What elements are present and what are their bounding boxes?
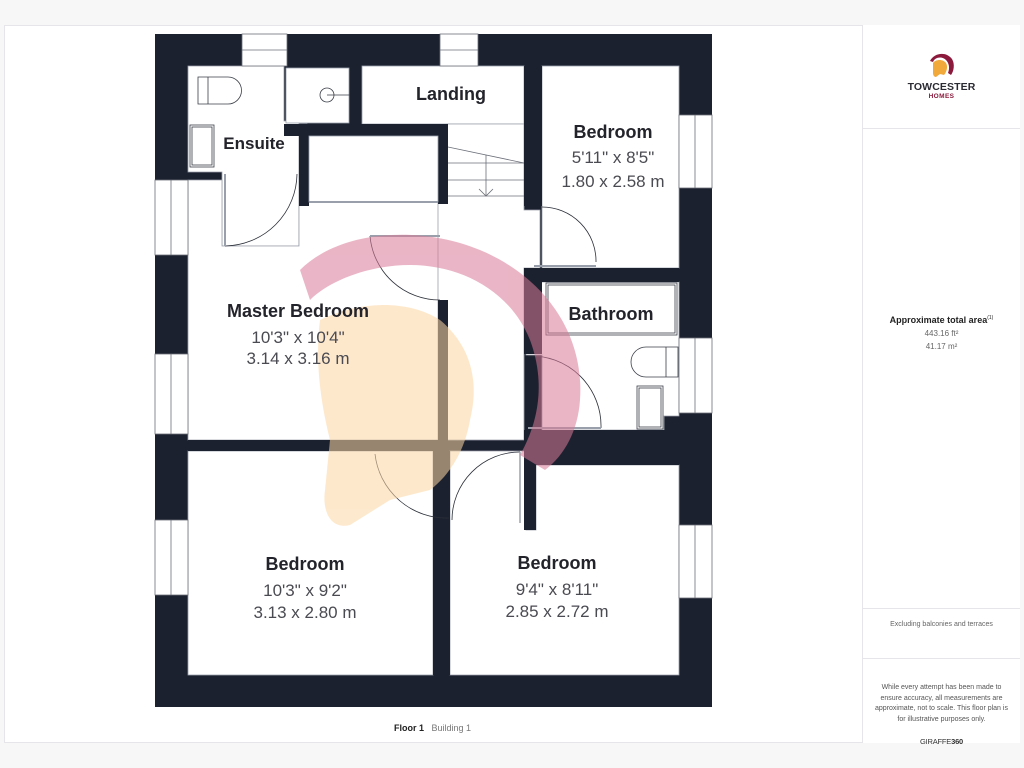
room-dims-metric: 3.13 x 2.80 m [253,603,356,622]
area-sqft: 443.16 ft² [924,329,959,338]
logo-section: TOWCESTER HOMES [863,25,1020,129]
fixtures [189,76,679,430]
room-label-ensuite: Ensuite [223,134,284,153]
info-panel: TOWCESTER HOMES Approximate total area(1… [862,25,1020,746]
disclaimer-section: While every attempt has been made to ens… [863,659,1020,746]
floor-label: Floor 1 [394,723,425,733]
area-section: Approximate total area(1) 443.16 ft² 41.… [863,129,1020,609]
room-dims-metric: 1.80 x 2.58 m [561,172,664,191]
room-dims-imperial: 10'3" x 9'2" [263,581,347,600]
area-sqm: 41.17 m² [925,342,958,351]
floor-caption: Floor 1 Building 1 [394,723,471,733]
room-label-bedroom-4: Bedroom [517,553,596,573]
room-label-bathroom: Bathroom [569,304,654,324]
room-label-master-bedroom: Master Bedroom [227,301,369,321]
room-dims-imperial: 5'11" x 8'5" [572,148,655,167]
building-label: Building 1 [431,723,472,733]
room-bedroom-2 [541,65,680,269]
room-label-landing: Landing [416,84,486,104]
shower-tray [285,67,350,124]
helmet-logo-icon [930,53,954,77]
brand-mark: GIRAFFE360 [919,737,964,746]
room-label-bedroom-3: Bedroom [265,554,344,574]
room-dims-imperial: 9'4" x 8'11" [516,580,599,599]
wardrobe [308,135,439,203]
logo-wordmark: TOWCESTER [907,81,976,93]
exclusion-note: Excluding balconies and terraces [890,621,993,628]
exclusion-section: Excluding balconies and terraces [863,609,1020,659]
room-label-bedroom-2: Bedroom [573,122,652,142]
disclaimer-text: While every attempt has been made to ens… [875,684,1008,723]
stairs [447,146,525,197]
windows [154,33,713,599]
room-dims-imperial: 10'3" x 10'4" [251,328,344,347]
logo-subtitle: HOMES [928,93,955,100]
room-dims-metric: 3.14 x 3.16 m [246,349,349,368]
watermark-logo-icon [300,234,581,526]
area-title: Approximate total area(1) [889,315,994,325]
room-dims-metric: 2.85 x 2.72 m [505,602,608,621]
